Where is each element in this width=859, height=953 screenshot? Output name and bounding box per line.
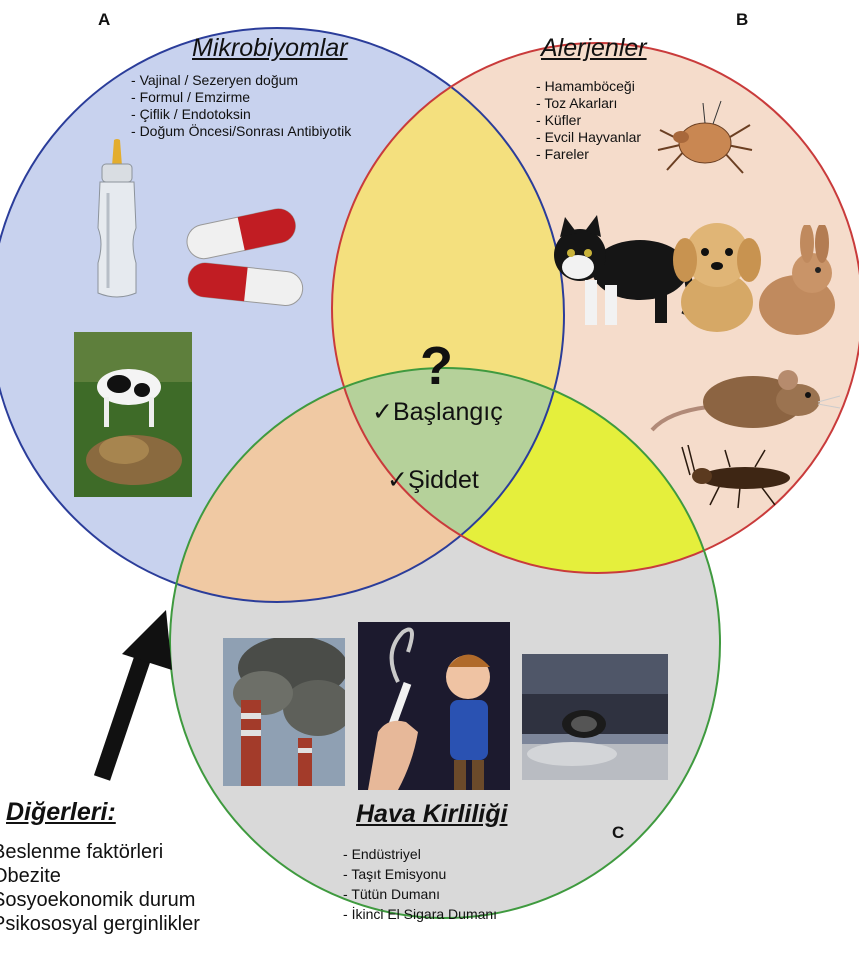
mouse-icon (648, 362, 843, 437)
list-item: Toz Akarları (536, 95, 641, 112)
list-item: Evcil Hayvanlar (536, 129, 641, 146)
arrow-icon (88, 610, 178, 785)
label-b: B (736, 10, 748, 30)
list-item: Psikososyal gerginlikler (0, 912, 200, 936)
allergens-list: Hamamböceği Toz Akarları Küfler Evcil Ha… (536, 78, 641, 163)
capsule-icon (178, 205, 313, 315)
list-item: Doğum Öncesi/Sonrası Antibiyotik (131, 123, 351, 140)
air-pollution-heading: Hava Kirliliği (356, 800, 507, 829)
farm-cow-icon (74, 332, 192, 497)
baby-bottle-icon (92, 138, 142, 303)
others-heading: Diğerleri: (6, 798, 116, 827)
list-item: Taşıt Emisyonu (343, 864, 497, 884)
list-item: İkinci El Sigara Dumanı (343, 904, 497, 924)
onset-label: ✓Başlangıç (372, 397, 503, 427)
others-list: Beslenme faktörleri Obezite Sosyoekonomi… (0, 840, 200, 936)
car-exhaust-icon (522, 654, 668, 780)
factory-chimney-icon (223, 638, 345, 786)
list-item: Çiflik / Endotoksin (131, 106, 351, 123)
list-item: Formul / Emzirme (131, 89, 351, 106)
microbiome-heading: Mikrobiyomlar (192, 34, 348, 63)
dust-mite-icon (655, 95, 755, 185)
list-item: Vajinal / Sezeryen doğum (131, 72, 351, 89)
rabbit-icon (752, 225, 842, 340)
list-item: Tütün Dumanı (343, 884, 497, 904)
list-item: Küfler (536, 112, 641, 129)
smoking-child-icon (358, 622, 510, 790)
air-pollution-list: Endüstriyel Taşıt Emisyonu Tütün Dumanı … (343, 844, 497, 924)
label-c: C (612, 823, 624, 843)
allergens-heading: Alerjenler (541, 34, 647, 63)
list-item: Endüstriyel (343, 844, 497, 864)
list-item: Sosyoekonomik durum (0, 888, 200, 912)
label-a: A (98, 10, 110, 30)
microbiome-list: Vajinal / Sezeryen doğum Formul / Emzirm… (131, 72, 351, 140)
severity-label: ✓Şiddet (387, 465, 479, 495)
list-item: Hamamböceği (536, 78, 641, 95)
list-item: Beslenme faktörleri (0, 840, 200, 864)
list-item: Fareler (536, 146, 641, 163)
question-mark: ? (420, 335, 453, 397)
cockroach-icon (680, 445, 805, 510)
list-item: Obezite (0, 864, 200, 888)
